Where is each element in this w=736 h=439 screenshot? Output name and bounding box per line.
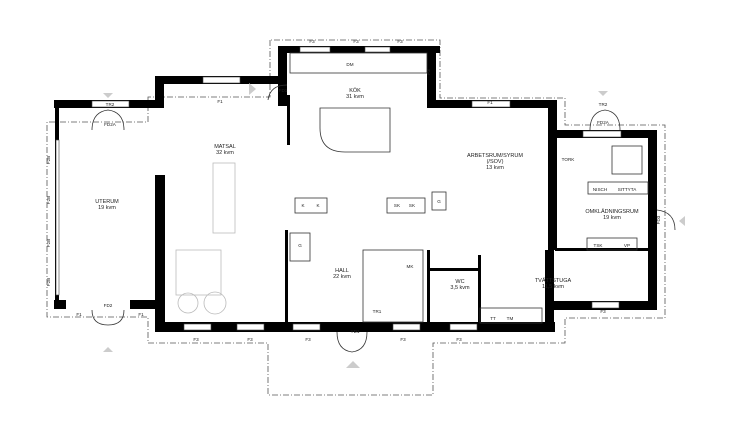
plan-label: NISCH — [593, 187, 607, 192]
plan-label: DM — [346, 62, 353, 67]
room-name: KÖK — [349, 87, 361, 94]
plan-label: F3 — [309, 39, 315, 44]
entrance-arrows — [103, 83, 685, 368]
room-sub: (/SOV) — [487, 159, 504, 165]
plan-label: F1 — [138, 312, 144, 317]
room-area: 13 kvm — [486, 165, 504, 171]
windows — [55, 46, 622, 331]
room-name: ARBETSRUM/SYRUM — [467, 153, 523, 159]
plan-label: VP — [624, 243, 630, 248]
room-name: OMKLÄDNINGSRUM — [585, 208, 639, 215]
plan-label: K — [316, 203, 320, 208]
plan-label: FD2A — [104, 122, 117, 127]
room-name: HALL — [335, 268, 349, 274]
plan-label: F3 — [600, 309, 606, 314]
plan-label: F3 — [247, 337, 253, 342]
plan-label: F3 — [397, 39, 403, 44]
plan-label: F3 — [193, 337, 199, 342]
plan-label: TR2 — [106, 102, 115, 107]
plan-label: SK — [394, 203, 401, 208]
plan-label: TSK — [594, 243, 604, 248]
plan-label: F3 — [305, 337, 311, 342]
plan-label: FD1 — [279, 88, 288, 93]
plan-label: MK — [407, 264, 415, 269]
room-area: 11,5 kvm — [542, 284, 564, 290]
plan-label: G — [437, 199, 441, 204]
room-name: TVÄTTSTUGA — [535, 277, 572, 284]
plan-label: TORK — [562, 157, 576, 162]
room-area: 32 kvm — [216, 150, 234, 156]
outline-dashed — [46, 39, 666, 396]
room-name: WC — [455, 279, 464, 285]
room-name: MATSAL — [214, 144, 236, 150]
plan-label: SITTYTA — [618, 187, 637, 192]
plan-label: FD2A — [597, 120, 610, 125]
plan-label: F3 — [400, 337, 406, 342]
room-name: UTERUM — [95, 199, 119, 205]
room-area: 19 kvm — [98, 205, 116, 211]
plan-label: F3 — [456, 337, 462, 342]
plan-label: F2B — [46, 196, 51, 204]
room-area: 31 kvm — [346, 94, 364, 100]
plan-label: YD1 — [351, 329, 360, 334]
plan-label: G — [298, 243, 302, 248]
plan-label: F2B — [46, 278, 51, 286]
furniture — [91, 52, 676, 353]
plan-label: TR1 — [373, 309, 382, 314]
plan-label: F2B — [46, 239, 51, 247]
plan-label: F1 — [217, 99, 223, 104]
plan-label: SK — [409, 203, 416, 208]
room-area: 3,5 kvm — [450, 285, 470, 291]
plan-label: F1 — [76, 312, 82, 317]
plan-label: F3 — [353, 39, 359, 44]
plan-label: F1 — [487, 100, 493, 105]
plan-label: F2B — [46, 156, 51, 164]
plan-label: TR2 — [599, 102, 608, 107]
room-area: 22 kvm — [333, 274, 351, 280]
plan-label: K — [301, 203, 305, 208]
plan-label: F3 — [426, 69, 431, 75]
room-area: 19 kvm — [603, 215, 621, 221]
plan-label: FD3 — [656, 215, 661, 224]
plan-label: TM — [507, 316, 514, 321]
plan-label: TT — [490, 316, 496, 321]
plan-label: FD2 — [104, 303, 113, 308]
